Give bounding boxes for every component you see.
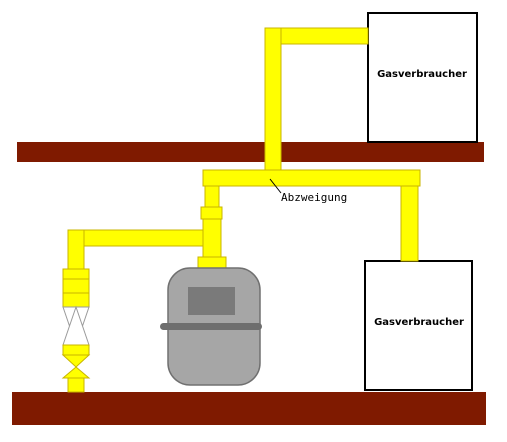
branch-annotation-label: Abzweigung (281, 191, 347, 204)
pipe-bottom-consumer-drop (400, 185, 419, 262)
shutoff-valve (61, 354, 91, 379)
gas-meter-connector (197, 256, 227, 270)
gas-consumer-bottom-box (364, 260, 473, 391)
pressure-regulator (62, 305, 90, 356)
pipe-supply-riser-lower (67, 377, 85, 393)
pipe-riser-upper (264, 27, 282, 171)
pipe-supply-riser (67, 229, 85, 271)
pipe-meter-outlet-coupling (200, 206, 223, 220)
pipe-top-consumer-horizontal (280, 27, 369, 45)
gas-meter-display-window (188, 287, 235, 315)
upper-floor-slab (17, 142, 484, 162)
branch-annotation-leader (269, 178, 282, 194)
pipe-supply-horizontal (67, 229, 204, 247)
gas-meter (160, 267, 262, 386)
lower-floor-slab (12, 392, 486, 425)
gas-consumer-top-box (367, 12, 478, 143)
pipe-meter-inlet-vertical (202, 218, 222, 258)
gas-meter-band (160, 323, 262, 330)
filter-fitting (62, 268, 90, 308)
pipe-branch-horizontal (202, 169, 421, 187)
gas-consumer-bottom-label: Gasverbraucher (374, 317, 464, 328)
gas-consumer-top-label: Gasverbraucher (377, 69, 467, 80)
